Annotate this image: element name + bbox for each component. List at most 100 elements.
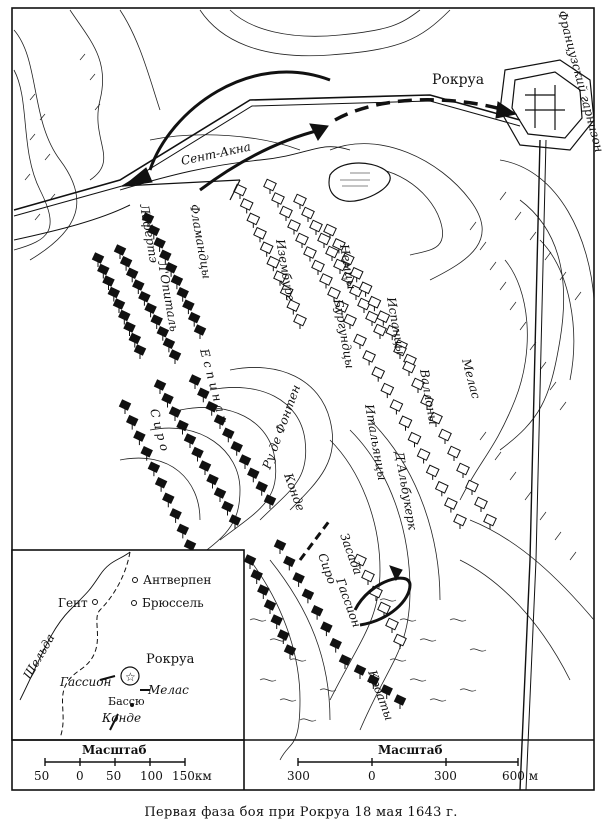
french-unit (128, 332, 142, 345)
french-unit (112, 298, 126, 310)
spanish-unit (349, 266, 364, 280)
spanish-unit (456, 462, 470, 476)
french-unit (140, 445, 153, 458)
french-unit (367, 674, 380, 686)
spanish-unit (333, 258, 347, 272)
spanish-unit (332, 237, 346, 251)
spanish-unit (287, 219, 301, 232)
spanish-unit (309, 219, 323, 233)
spanish-unit (239, 197, 254, 211)
french-unit (113, 244, 127, 256)
french-unit (159, 249, 172, 262)
movement-arrows (122, 70, 518, 627)
french-unit (193, 324, 207, 336)
spanish-unit (407, 431, 422, 445)
label-rocroi: Рокруа (432, 72, 484, 88)
french-unit (118, 309, 131, 322)
inset-scale-tick-2: 50 (106, 769, 121, 783)
spanish-unit (293, 193, 307, 207)
battle-map: Рокруа Французский гарнизон Сент-Акна Ла… (11, 7, 602, 791)
french-unit (292, 572, 305, 584)
spanish-unit (349, 284, 363, 298)
spanish-unit (279, 205, 293, 219)
inset-rocroi-star: ☆ (125, 670, 136, 684)
french-unit (187, 311, 201, 324)
spanish-unit (453, 513, 467, 527)
label-croats: Кроаты (365, 667, 396, 722)
french-unit (162, 337, 176, 350)
french-unit (118, 399, 132, 411)
french-unit (97, 263, 110, 276)
inset-map: ☆ Антверпен Гент Брюссель Шельда Рокруа … (11, 549, 245, 741)
spanish-unit (411, 377, 425, 391)
spanish-unit (266, 255, 281, 269)
spanish-unit (465, 479, 479, 493)
spanish-unit (434, 480, 449, 494)
french-unit (205, 400, 218, 413)
spanish-unit (340, 252, 355, 266)
spanish-unit (483, 513, 497, 527)
main-scale-bar (297, 758, 519, 766)
french-unit (147, 461, 161, 473)
french-unit (91, 252, 105, 264)
spanish-unit (420, 394, 434, 408)
french-units (91, 212, 407, 709)
inset-scale-tick-4: 150км (172, 769, 212, 783)
french-unit (197, 387, 210, 400)
arrow-head-rocroi (495, 101, 518, 119)
arrow-dashed-center (298, 519, 332, 561)
spanish-unit (259, 241, 274, 255)
french-unit (257, 584, 270, 596)
main-scale-tick-2: 300 (434, 769, 457, 783)
french-unit (168, 406, 182, 418)
inset-rocroi-circle (120, 666, 140, 686)
french-unit (320, 621, 333, 633)
french-unit (206, 473, 219, 486)
main-scale-tick-0: 300 (287, 769, 310, 783)
arrow-head-hook (389, 565, 403, 582)
french-unit (176, 286, 189, 299)
spanish-unit (385, 324, 400, 338)
french-unit (188, 374, 202, 386)
label-burgundians: Бургундцы (331, 297, 357, 370)
inset-scale-tick-1: 0 (76, 769, 84, 783)
main-scale-tick-1: 0 (368, 769, 376, 783)
spanish-unit (367, 295, 382, 309)
spanish-unit (361, 569, 375, 583)
french-unit (164, 262, 178, 274)
inset-ghent-dot (92, 599, 98, 605)
spanish-unit (429, 411, 443, 425)
inset-label-bassu: Бассю (108, 695, 145, 708)
inset-scale-tick-3: 100 (140, 769, 163, 783)
french-unit (133, 430, 146, 442)
french-unit (198, 460, 212, 472)
inset-arrows (99, 675, 150, 731)
french-unit (161, 392, 174, 405)
french-unit (283, 644, 297, 656)
arrow-head-east (309, 123, 329, 141)
french-unit (119, 255, 133, 268)
map-frame (11, 7, 595, 791)
spanish-unit (327, 286, 341, 300)
french-unit (132, 279, 145, 291)
stream (119, 146, 351, 191)
french-unit (263, 494, 277, 506)
spanish-unit (357, 297, 371, 311)
french-unit (156, 325, 170, 338)
french-unit (277, 629, 290, 641)
inset-border (59, 551, 131, 739)
spanish-unit (246, 212, 261, 226)
label-roux-de-fontaine: Ру де Фонтен (259, 383, 303, 472)
spanish-unit (425, 464, 440, 478)
french-unit (230, 440, 243, 453)
french-unit (176, 523, 190, 536)
spanish-unit (323, 223, 337, 237)
french-unit (125, 414, 139, 427)
spanish-unit (343, 313, 357, 327)
french-unit (310, 604, 324, 617)
spanish-unit (295, 232, 309, 246)
spanish-unit (393, 343, 407, 357)
inset-label-gassion: Гассион (59, 675, 111, 689)
spanish-unit (273, 270, 287, 284)
